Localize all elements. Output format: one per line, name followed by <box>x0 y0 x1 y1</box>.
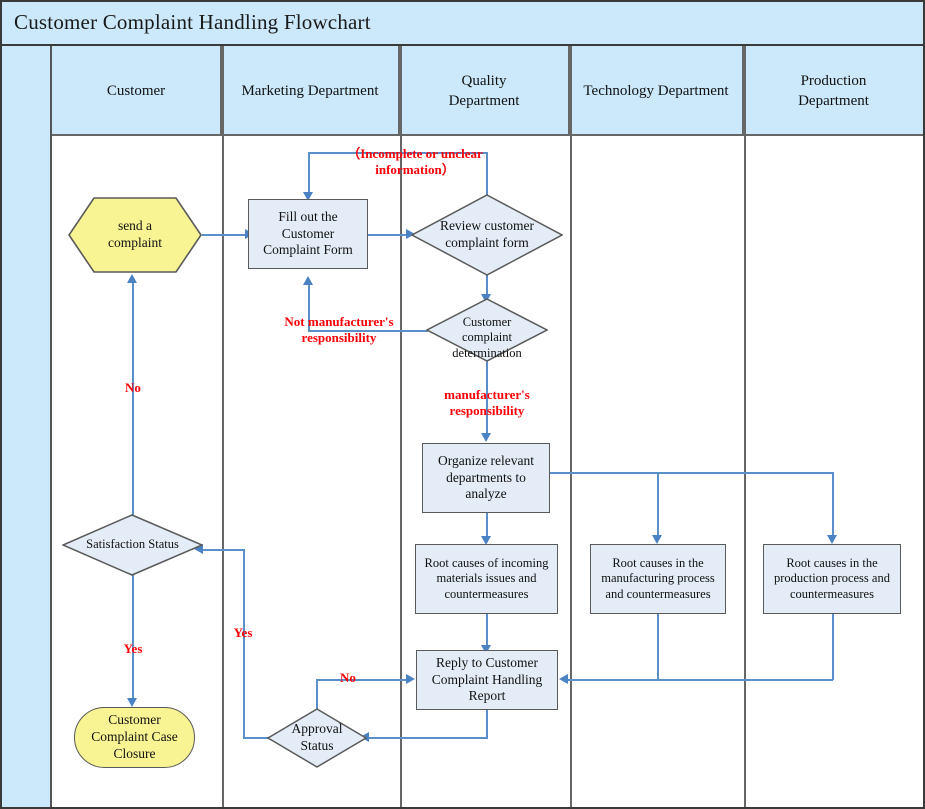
edge-label-incomplete: （Incomplete or unclear information） <box>347 146 483 178</box>
edge-determination-to-organize <box>486 360 488 438</box>
edge-label-not-manufacturer: Not manufacturer's responsibility <box>284 314 394 346</box>
arrowhead-satisfaction-yes-to-closure <box>127 698 137 707</box>
lane-header-row: Customer Marketing Department Quality De… <box>52 46 923 136</box>
lane-header-customer: Customer <box>52 46 222 136</box>
edge-root-production-left <box>568 679 833 681</box>
arrowhead-root-materials-to-reply <box>481 645 491 654</box>
arrowhead-satisfaction-no-to-complaint <box>127 274 137 283</box>
lane-header-technology: Technology Department <box>570 46 744 136</box>
edge-branch-production-down <box>832 472 834 540</box>
lane-divider-4 <box>744 46 746 807</box>
edge-satisfaction-yes-down <box>132 575 134 701</box>
node-fill-form[interactable]: Fill out the Customer Complaint Form <box>248 199 368 269</box>
node-satisfaction-status[interactable]: Satisfaction Status <box>61 514 204 576</box>
node-send-complaint[interactable]: send a complaint <box>68 197 202 273</box>
edge-complaint-to-form <box>202 234 250 236</box>
edge-approval-no-up <box>316 679 318 709</box>
edge-root-materials-to-reply <box>486 613 488 650</box>
edge-approval-yes-left <box>243 737 273 739</box>
edge-form-to-review <box>368 234 411 236</box>
edge-satisfaction-no-up <box>132 283 134 524</box>
edge-label-satisfaction-no: No <box>125 380 141 395</box>
edge-label-approval-yes: Yes <box>233 625 253 640</box>
lane-divider-1 <box>222 46 224 807</box>
lane-divider-2 <box>400 46 402 807</box>
edge-not-manufacturer-up <box>308 285 310 331</box>
node-review-form[interactable]: Review customer complaint form <box>410 194 564 276</box>
node-root-materials[interactable]: Root causes of incoming materials issues… <box>415 544 558 614</box>
arrowhead-not-manufacturer-to-form <box>303 276 313 285</box>
node-root-manufacturing[interactable]: Root causes in the manufacturing process… <box>590 544 726 614</box>
node-organize[interactable]: Organize relevant departments to analyze <box>422 443 550 513</box>
diamond-shape <box>266 708 368 768</box>
lane-header-production: Production Department <box>744 46 923 136</box>
page-title: Customer Complaint Handling Flowchart <box>14 10 371 34</box>
arrowhead-to-root-manufacturing <box>652 535 662 544</box>
lane-divider-3 <box>570 46 572 807</box>
arrowhead-review-to-determination <box>481 294 491 303</box>
node-case-closure[interactable]: Customer Complaint Case Closure <box>74 707 195 768</box>
title-band: Customer Complaint Handling Flowchart <box>2 2 923 46</box>
edge-approval-no-right <box>316 679 411 681</box>
lane-label-quality: Quality Department <box>448 72 520 109</box>
edge-root-manufacturing-down <box>657 613 659 680</box>
edge-label-approval-no: No <box>340 670 356 685</box>
arrowhead-determination-to-organize <box>481 433 491 442</box>
arrowhead-roots-to-reply <box>559 674 568 684</box>
lane-label-marketing: Marketing Department <box>241 82 379 99</box>
lane-label-customer: Customer <box>106 82 166 99</box>
lane-label-technology: Technology Department <box>583 82 729 99</box>
left-gutter <box>2 46 52 807</box>
lane-header-quality: Quality Department <box>400 46 570 136</box>
diamond-shape <box>410 194 564 276</box>
edge-root-production-down <box>832 613 834 680</box>
edge-review-to-determination <box>486 274 488 300</box>
edge-incomplete-up <box>486 152 488 214</box>
hexagon-shape <box>68 197 202 273</box>
arrowhead-incomplete-to-form <box>303 192 313 201</box>
arrowhead-approval-yes-to-satisfaction <box>194 544 203 554</box>
edge-organize-to-root-materials <box>486 512 488 542</box>
diamond-shape <box>425 298 549 362</box>
edge-approval-yes-up <box>243 549 245 739</box>
arrowhead-approval-no-to-reply <box>406 674 415 684</box>
edge-not-manufacturer-left <box>308 330 428 332</box>
lane-header-marketing: Marketing Department <box>222 46 400 136</box>
edge-incomplete-left <box>308 152 488 154</box>
edge-branch-technology-down <box>657 472 659 540</box>
node-determination[interactable]: Customer complaint determination <box>425 298 549 362</box>
arrowhead-organize-to-root-materials <box>481 536 491 545</box>
edge-incomplete-down <box>308 152 310 194</box>
lane-label-production: Production Department <box>798 72 869 109</box>
edge-reply-to-approval-left <box>368 737 488 739</box>
edge-label-satisfaction-yes: Yes <box>123 641 143 656</box>
node-root-production[interactable]: Root causes in the production process an… <box>763 544 901 614</box>
arrowhead-to-root-production <box>827 535 837 544</box>
diamond-shape <box>61 514 204 576</box>
edge-approval-yes-to-satisfaction <box>202 549 245 551</box>
edge-organize-branch <box>550 472 833 474</box>
arrowhead-form-to-review <box>406 229 415 239</box>
node-reply-report[interactable]: Reply to Customer Complaint Handling Rep… <box>416 650 558 710</box>
edge-label-manufacturer: manufacturer's responsibility <box>444 387 530 419</box>
node-approval-status[interactable]: Approval Status <box>266 708 368 768</box>
edge-reply-to-approval-down <box>486 709 488 738</box>
